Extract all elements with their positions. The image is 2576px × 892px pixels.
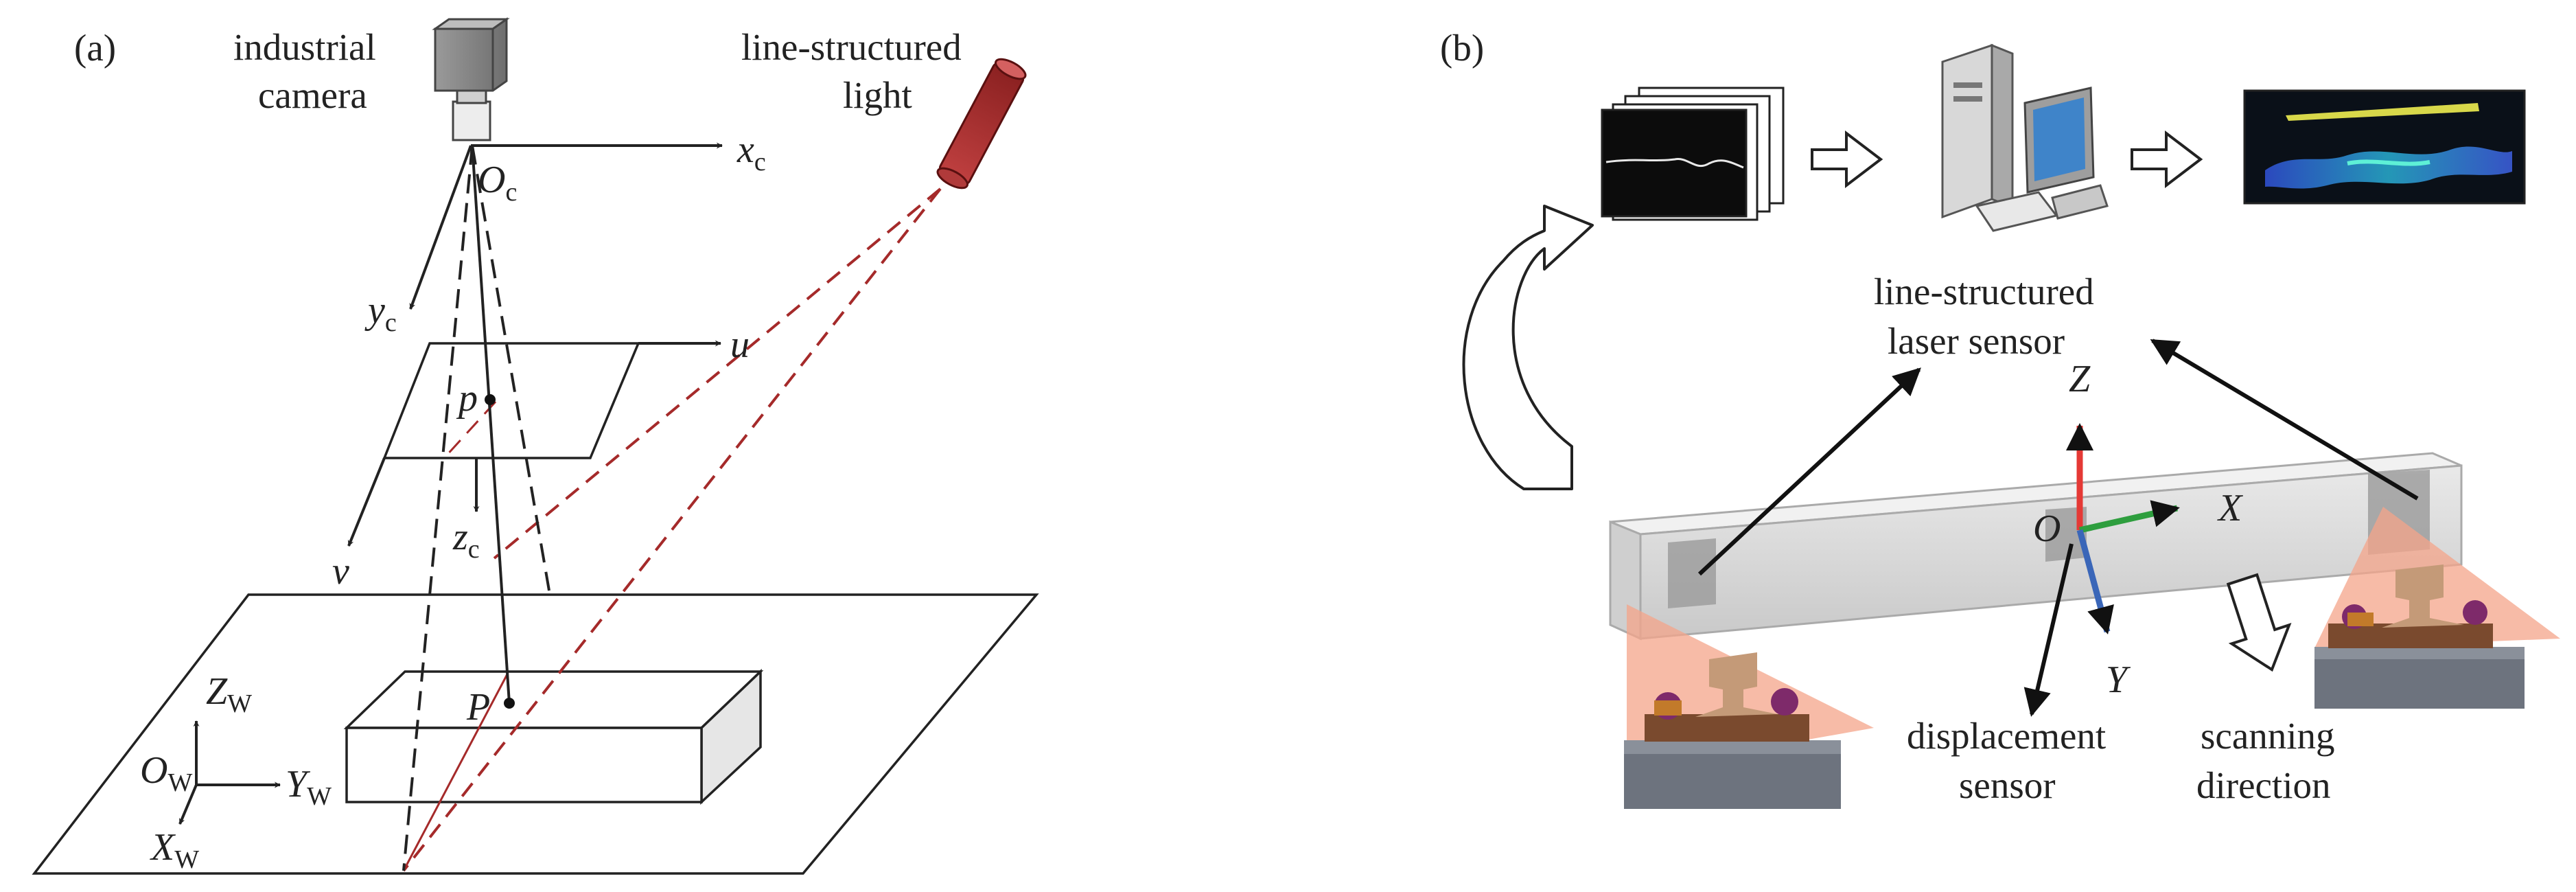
sensor-label-line2: laser sensor (1888, 320, 2065, 362)
axis-x-arrow (2079, 500, 2180, 534)
camera-y-axis (409, 145, 472, 310)
laser-fan-lines (402, 187, 942, 872)
rail-fastener-icon-left (1624, 652, 1841, 809)
sensor-label-line1: line-structured (1874, 271, 2094, 312)
world-x-label: XW (150, 826, 199, 874)
axis-y-arrow (2076, 529, 2114, 634)
computer-icon (1941, 43, 2109, 232)
panel-a-tag: (a) (74, 27, 116, 69)
scanning-label-line2: direction (2196, 764, 2330, 806)
world-origin-label: OW (140, 749, 192, 797)
origin-label: O (2033, 507, 2061, 550)
laser-emitter-icon (936, 58, 1027, 190)
panel-b-tag: (b) (1440, 27, 1484, 69)
panel-a: (a) (32, 17, 1039, 875)
scanning-direction-arrow (2226, 573, 2292, 672)
camera-z-label: zc (452, 516, 480, 564)
curved-arrow-icon (1462, 205, 1594, 490)
pointer-arrow-right (2150, 339, 2419, 501)
light-label-line1: line-structured (741, 26, 962, 68)
sensor-bar (1609, 452, 2463, 641)
image-stack-icon (1601, 87, 1785, 221)
box-object (343, 668, 764, 805)
displacement-arrow (2023, 543, 2074, 717)
world-point-dot (504, 698, 515, 709)
image-v-axis (347, 457, 386, 547)
camera-y-label: yc (364, 289, 397, 337)
camera-icon (432, 17, 510, 141)
axis-y-label: Y (2106, 659, 2131, 701)
panel-b: (b) (1440, 27, 2560, 809)
displacement-label-line2: sensor (1959, 764, 2056, 806)
scanning-label-line1: scanning (2201, 715, 2335, 757)
image-v-label: v (332, 550, 349, 593)
camera-origin-label: Oc (478, 159, 517, 207)
world-x-axis (178, 784, 198, 825)
pointer-arrow-left (1697, 367, 1921, 576)
hollow-arrow-1 (1811, 130, 1883, 189)
world-z-label: ZW (206, 670, 252, 718)
camera-x-label: xc (736, 128, 766, 176)
camera-label-line1: industrial (233, 26, 376, 68)
light-label-line2: light (843, 74, 912, 116)
image-point-dot (485, 394, 496, 405)
displacement-label-line1: displacement (1907, 715, 2106, 757)
hollow-arrow-2 (2131, 130, 2203, 189)
image-plane (382, 342, 640, 459)
image-point-label: p (456, 377, 478, 420)
axis-x-label: X (2217, 487, 2244, 529)
camera-label-line2: camera (258, 74, 367, 116)
point-cloud-icon (2243, 89, 2526, 205)
axis-z-label: Z (2069, 358, 2091, 400)
image-u-label: u (730, 323, 750, 366)
world-point-label: P (466, 686, 490, 729)
projection-rays (402, 145, 550, 871)
world-y-label: YW (286, 763, 332, 811)
rail-fastener-icon-right (2314, 564, 2525, 709)
